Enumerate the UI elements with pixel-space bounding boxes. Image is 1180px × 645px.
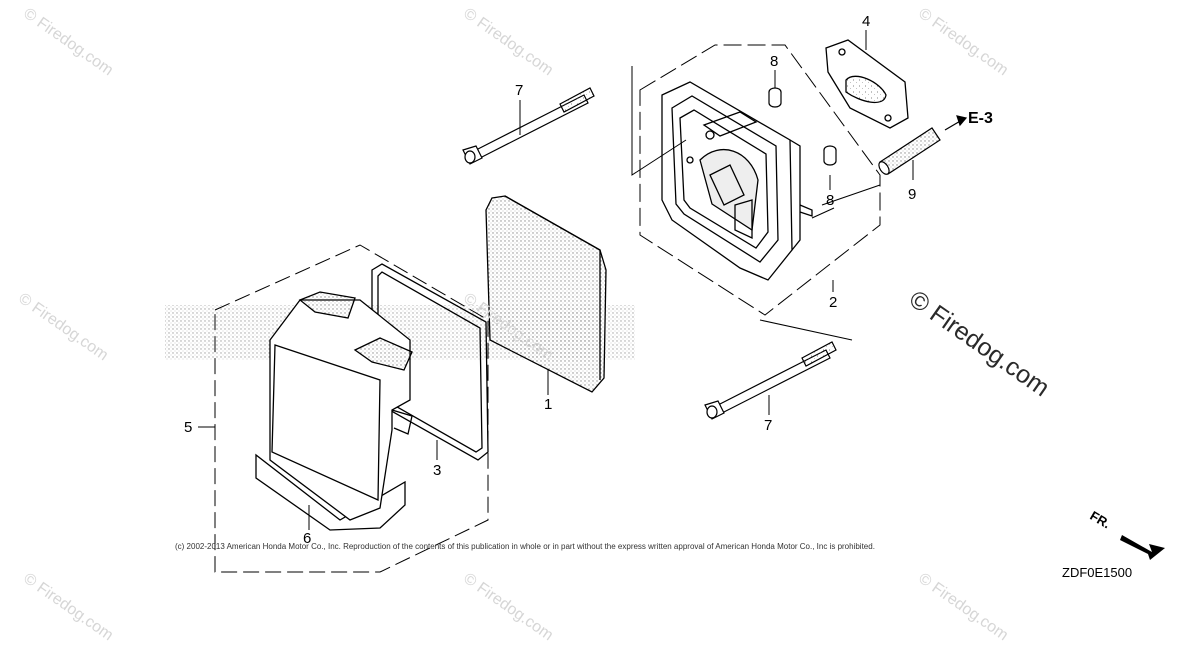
collar-upper <box>768 87 782 108</box>
callout-6: 6 <box>303 530 312 547</box>
callout-7-lower: 7 <box>764 417 773 434</box>
leader-lines <box>198 30 914 530</box>
filter-element <box>485 195 607 393</box>
diagram-code: ZDF0E1500 <box>1062 565 1133 580</box>
callout-3: 3 <box>433 462 442 479</box>
gasket <box>825 39 909 129</box>
parts-diagram <box>165 30 1165 573</box>
guide-lines <box>631 66 881 341</box>
air-cleaner-case <box>639 44 881 316</box>
callout-9: 9 <box>908 186 917 203</box>
bolt-upper <box>462 87 595 165</box>
callout-4: 4 <box>862 13 871 30</box>
bolt-lower <box>704 341 837 420</box>
callout-8-upper: 8 <box>770 53 779 70</box>
front-arrow <box>1120 535 1165 560</box>
callout-8-lower: 8 <box>826 192 835 209</box>
breather-tube <box>878 115 968 175</box>
air-cleaner-cover <box>214 244 489 573</box>
callout-7-upper: 7 <box>515 82 524 99</box>
collar-lower <box>823 145 837 166</box>
copyright-notice: (c) 2002-2013 American Honda Motor Co., … <box>175 542 875 551</box>
reference-e3: E-3 <box>968 110 993 127</box>
callout-1: 1 <box>544 396 553 413</box>
callout-2: 2 <box>829 294 838 311</box>
callout-5: 5 <box>184 419 193 436</box>
